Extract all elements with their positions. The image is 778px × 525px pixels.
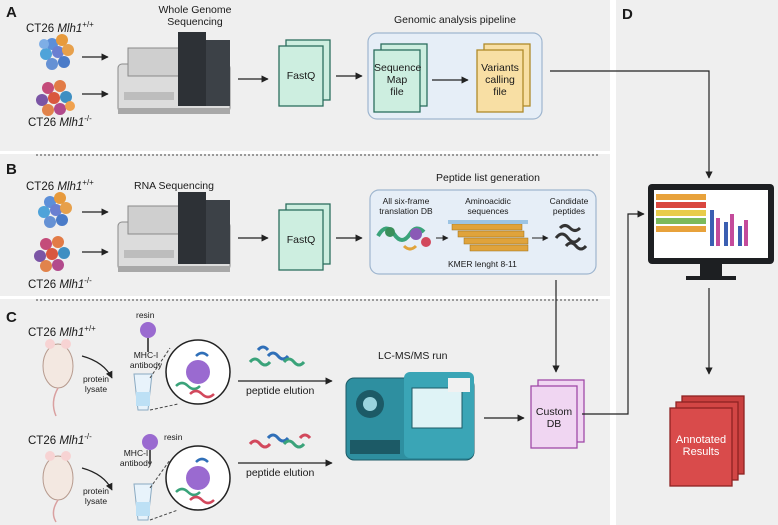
rnaseq-label: RNA Sequencing bbox=[134, 180, 214, 192]
resin-label-top: resin bbox=[136, 310, 155, 320]
cell-line-ko-label-b: CT26 Mlh1-/- bbox=[28, 276, 92, 291]
antibody-icon bbox=[142, 434, 158, 464]
fastq-label-b: FastQ bbox=[286, 234, 316, 246]
panel-label-a: A bbox=[6, 4, 17, 21]
pipeline-title: Genomic analysis pipeline bbox=[394, 14, 516, 26]
cell-cluster-icon bbox=[36, 80, 75, 116]
peptide-icon bbox=[248, 433, 312, 449]
fastq-label-a: FastQ bbox=[286, 70, 316, 82]
cell-line-wt-label-c: CT26 Mlh1+/+ bbox=[28, 324, 96, 339]
cell-cluster-icon bbox=[34, 236, 70, 272]
sequencer-icon bbox=[117, 192, 231, 272]
resin-label-bottom: resin bbox=[164, 432, 183, 442]
cell-line-ko-label-a: CT26 Mlh1-/- bbox=[28, 114, 92, 129]
mass-spectrometer-icon bbox=[345, 372, 475, 461]
tube-icon bbox=[133, 483, 153, 521]
elution-label-bottom: peptide elution bbox=[246, 467, 315, 479]
peptide-title: Peptide list generation bbox=[436, 172, 540, 184]
kmer-grid bbox=[448, 220, 529, 252]
cell-line-ko-label-c: CT26 Mlh1-/- bbox=[28, 432, 92, 447]
mouse-icon bbox=[42, 339, 74, 417]
mouse-icon bbox=[42, 451, 74, 523]
panel-label-c: C bbox=[6, 309, 17, 326]
monitor-icon bbox=[648, 184, 774, 280]
kmer-label: KMER lenght 8-11 bbox=[448, 259, 517, 269]
custom-db-front bbox=[530, 385, 578, 449]
antibody-icon bbox=[140, 322, 156, 352]
cell-line-wt-label-a: CT26 Mlh1+/+ bbox=[26, 20, 94, 35]
panel-label-d: D bbox=[622, 6, 633, 23]
panel-label-b: B bbox=[6, 161, 17, 178]
sequencer-icon bbox=[117, 32, 231, 114]
peptide-icon bbox=[248, 345, 306, 367]
cell-line-wt-label-b: CT26 Mlh1+/+ bbox=[26, 178, 94, 193]
lcms-label: LC-MS/MS run bbox=[378, 350, 448, 362]
elution-label-top: peptide elution bbox=[246, 385, 315, 397]
peptide-icon bbox=[554, 224, 588, 251]
cell-cluster-icon bbox=[38, 192, 72, 228]
protein-icon bbox=[376, 226, 431, 251]
annotated-front bbox=[669, 407, 733, 487]
cell-cluster-icon bbox=[39, 34, 74, 70]
tube-icon bbox=[133, 373, 153, 411]
